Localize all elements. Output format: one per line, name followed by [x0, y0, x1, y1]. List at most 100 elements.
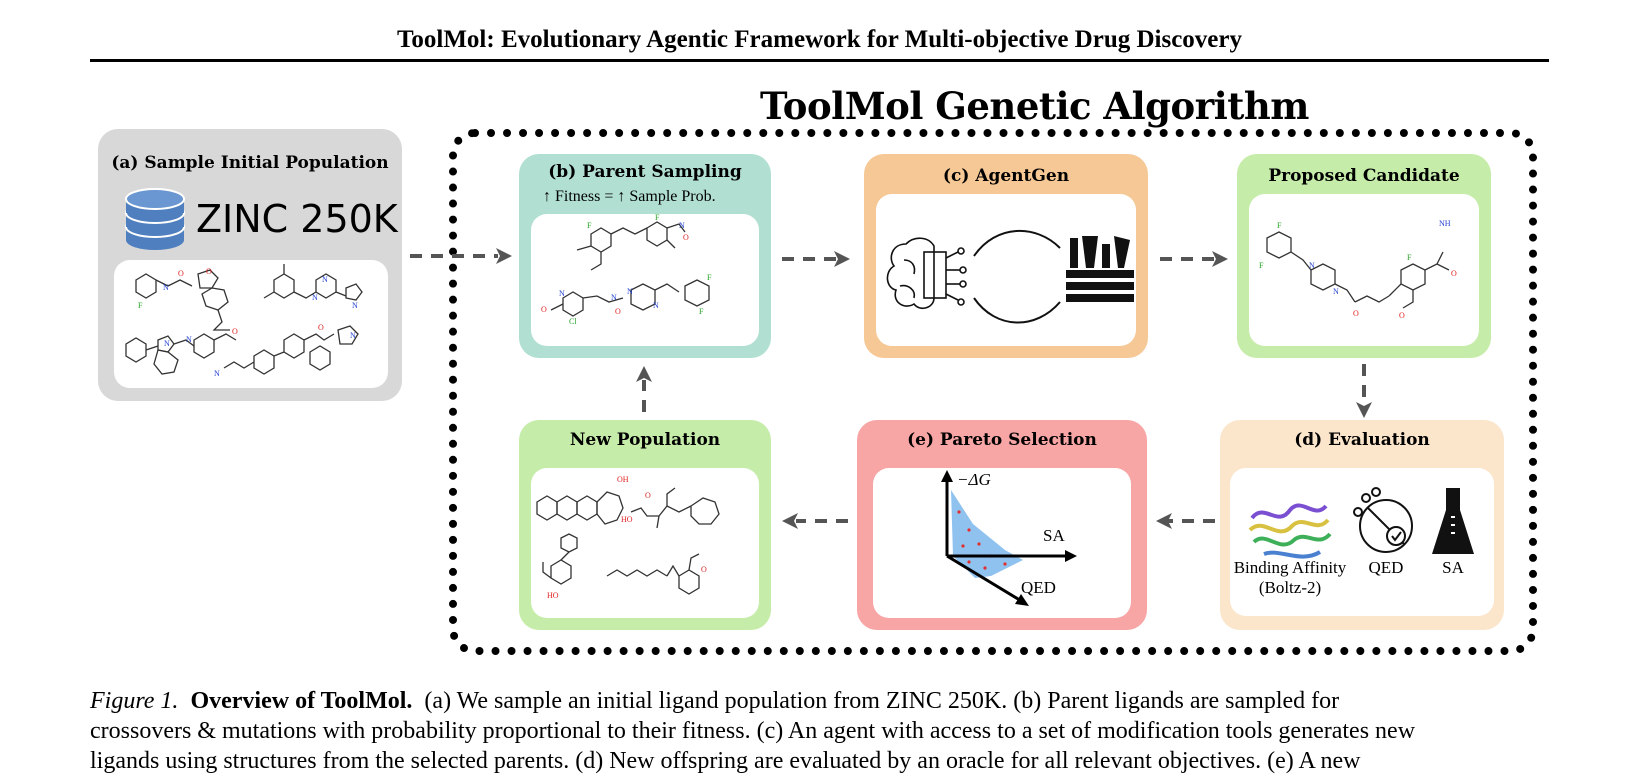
svg-text:O: O	[1399, 311, 1405, 320]
database-label: ZINC 250K	[196, 197, 398, 241]
svg-text:N: N	[312, 293, 318, 302]
sa-axis-label: SA	[1043, 526, 1065, 545]
pareto-drawing	[941, 470, 1077, 606]
svg-text:N: N	[322, 275, 328, 284]
svg-text:O: O	[1353, 309, 1359, 318]
panel-sample-initial-population: (a) Sample Initial Population ZINC 250K	[98, 129, 402, 401]
brain-icon	[886, 237, 967, 310]
caption-bold-title: Overview of ToolMol.	[190, 688, 413, 714]
binding-affinity-line2: (Boltz-2)	[1258, 578, 1322, 597]
binding-affinity-line1: Binding Affinity	[1233, 558, 1347, 577]
qed-label: QED	[1368, 558, 1404, 577]
panel-parent-sampling: (b) Parent Sampling ↑ Fitness = ↑ Sample…	[519, 154, 771, 358]
svg-text:O: O	[206, 267, 212, 276]
svg-text:N: N	[653, 301, 659, 310]
new-population-title: New Population	[569, 430, 721, 450]
qed-axis-label: QED	[1021, 578, 1056, 597]
svg-text:F: F	[587, 221, 592, 230]
binding-affinity-label: Binding Affinity (Boltz-2)	[1230, 558, 1350, 598]
svg-text:N: N	[214, 369, 220, 378]
svg-text:N: N	[1333, 287, 1339, 296]
proposed-molecule-drawing: N N NH O O O F F F	[1259, 219, 1457, 320]
fitness-label: Fitness =	[555, 188, 614, 205]
new-population-box: OH HO O HO O	[531, 468, 759, 618]
fitness-subtitle: ↑ Fitness = ↑ Sample Prob.	[543, 188, 716, 206]
svg-text:N: N	[186, 335, 192, 344]
ga-title: ToolMol Genetic Algorithm	[760, 84, 1309, 128]
caption-text-line3: ligands using structures from the select…	[90, 748, 1361, 774]
svg-text:N: N	[350, 331, 356, 340]
svg-text:O: O	[178, 269, 184, 278]
svg-text:O: O	[318, 323, 324, 332]
agentgen-box	[876, 194, 1136, 346]
caption-text-line2: crossovers & mutations with probability …	[90, 718, 1416, 744]
svg-text:O: O	[645, 491, 651, 500]
svg-text:HO: HO	[547, 591, 559, 600]
svg-text:N: N	[559, 289, 565, 298]
caption-figure-label: Figure 1.	[90, 688, 179, 714]
panel-e-title: (e) Pareto Selection	[907, 430, 1097, 450]
panel-proposed-candidate: Proposed Candidate N N NH O O O F F F	[1237, 154, 1491, 358]
figure-caption: Figure 1. Overview of ToolMol. (a) We sa…	[90, 686, 1550, 776]
pill-molecule-icon	[1353, 487, 1413, 553]
svg-text:HO: HO	[621, 515, 633, 524]
panel-d-title: (d) Evaluation	[1294, 430, 1430, 450]
up-arrow-icon: ↑	[543, 188, 551, 205]
neg-delta-g-label: −ΔG	[957, 470, 991, 489]
database-icon	[125, 188, 185, 250]
header-rule	[90, 59, 1549, 62]
svg-text:N: N	[627, 287, 633, 296]
evaluation-drawing	[1248, 487, 1474, 559]
sa-label: SA	[1442, 558, 1464, 577]
svg-text:O: O	[615, 307, 621, 316]
paper-header-title: ToolMol: Evolutionary Agentic Framework …	[397, 26, 1242, 53]
svg-text:N: N	[163, 283, 169, 292]
caption-line1: Figure 1. Overview of ToolMol. (a) We sa…	[90, 686, 1550, 716]
caption-text-line1: (a) We sample an initial ligand populati…	[424, 688, 1340, 714]
new-population-drawing: OH HO O HO O	[536, 475, 720, 600]
svg-text:O: O	[701, 565, 707, 574]
connection-arc-top	[973, 229, 1061, 257]
svg-text:F: F	[707, 273, 712, 282]
pareto-box: −ΔG SA QED	[873, 468, 1131, 618]
svg-text:N: N	[164, 339, 170, 348]
panel-new-population: New Population OH HO	[519, 420, 771, 630]
svg-text:Cl: Cl	[569, 317, 577, 326]
protein-icon	[1248, 503, 1332, 559]
svg-text:F: F	[655, 214, 660, 222]
panel-b-title: (b) Parent Sampling	[548, 162, 742, 182]
svg-text:F: F	[1407, 253, 1412, 262]
panel-pareto-selection: (e) Pareto Selection −ΔG SA QED	[857, 420, 1147, 630]
agentgen-drawing	[886, 229, 1134, 324]
proposed-molecule-box: N N NH O O O F F F	[1249, 194, 1479, 346]
panel-evaluation: (d) Evaluation Bi	[1220, 420, 1504, 630]
up-arrow-icon: ↑	[617, 188, 626, 205]
svg-text:O: O	[1451, 269, 1457, 278]
flow-arrows	[410, 248, 1372, 529]
svg-text:N: N	[611, 293, 617, 302]
svg-text:O: O	[683, 233, 689, 242]
proposed-candidate-title: Proposed Candidate	[1268, 166, 1460, 186]
svg-text:O: O	[232, 327, 238, 336]
svg-text:N: N	[352, 301, 358, 310]
flask-icon	[1432, 488, 1474, 554]
svg-text:F: F	[1277, 221, 1282, 230]
panel-c-title: (c) AgentGen	[942, 166, 1070, 186]
svg-text:N: N	[1309, 261, 1315, 270]
sample-prob-label: Sample Prob.	[629, 188, 716, 205]
svg-text:F: F	[1259, 261, 1264, 270]
svg-text:OH: OH	[617, 475, 629, 484]
ga-dotted-frame	[449, 129, 1537, 655]
panel-agentgen: (c) AgentGen	[864, 154, 1148, 358]
svg-text:O: O	[541, 305, 547, 314]
toolbox-icon	[1066, 236, 1134, 302]
svg-text:N: N	[679, 221, 685, 230]
qed-axis-line	[946, 554, 1024, 604]
evaluation-box: Binding Affinity (Boltz-2) QED SA	[1230, 468, 1494, 616]
svg-text:NH: NH	[1439, 219, 1451, 228]
panel-a-title: (a) Sample Initial Population	[111, 153, 389, 173]
